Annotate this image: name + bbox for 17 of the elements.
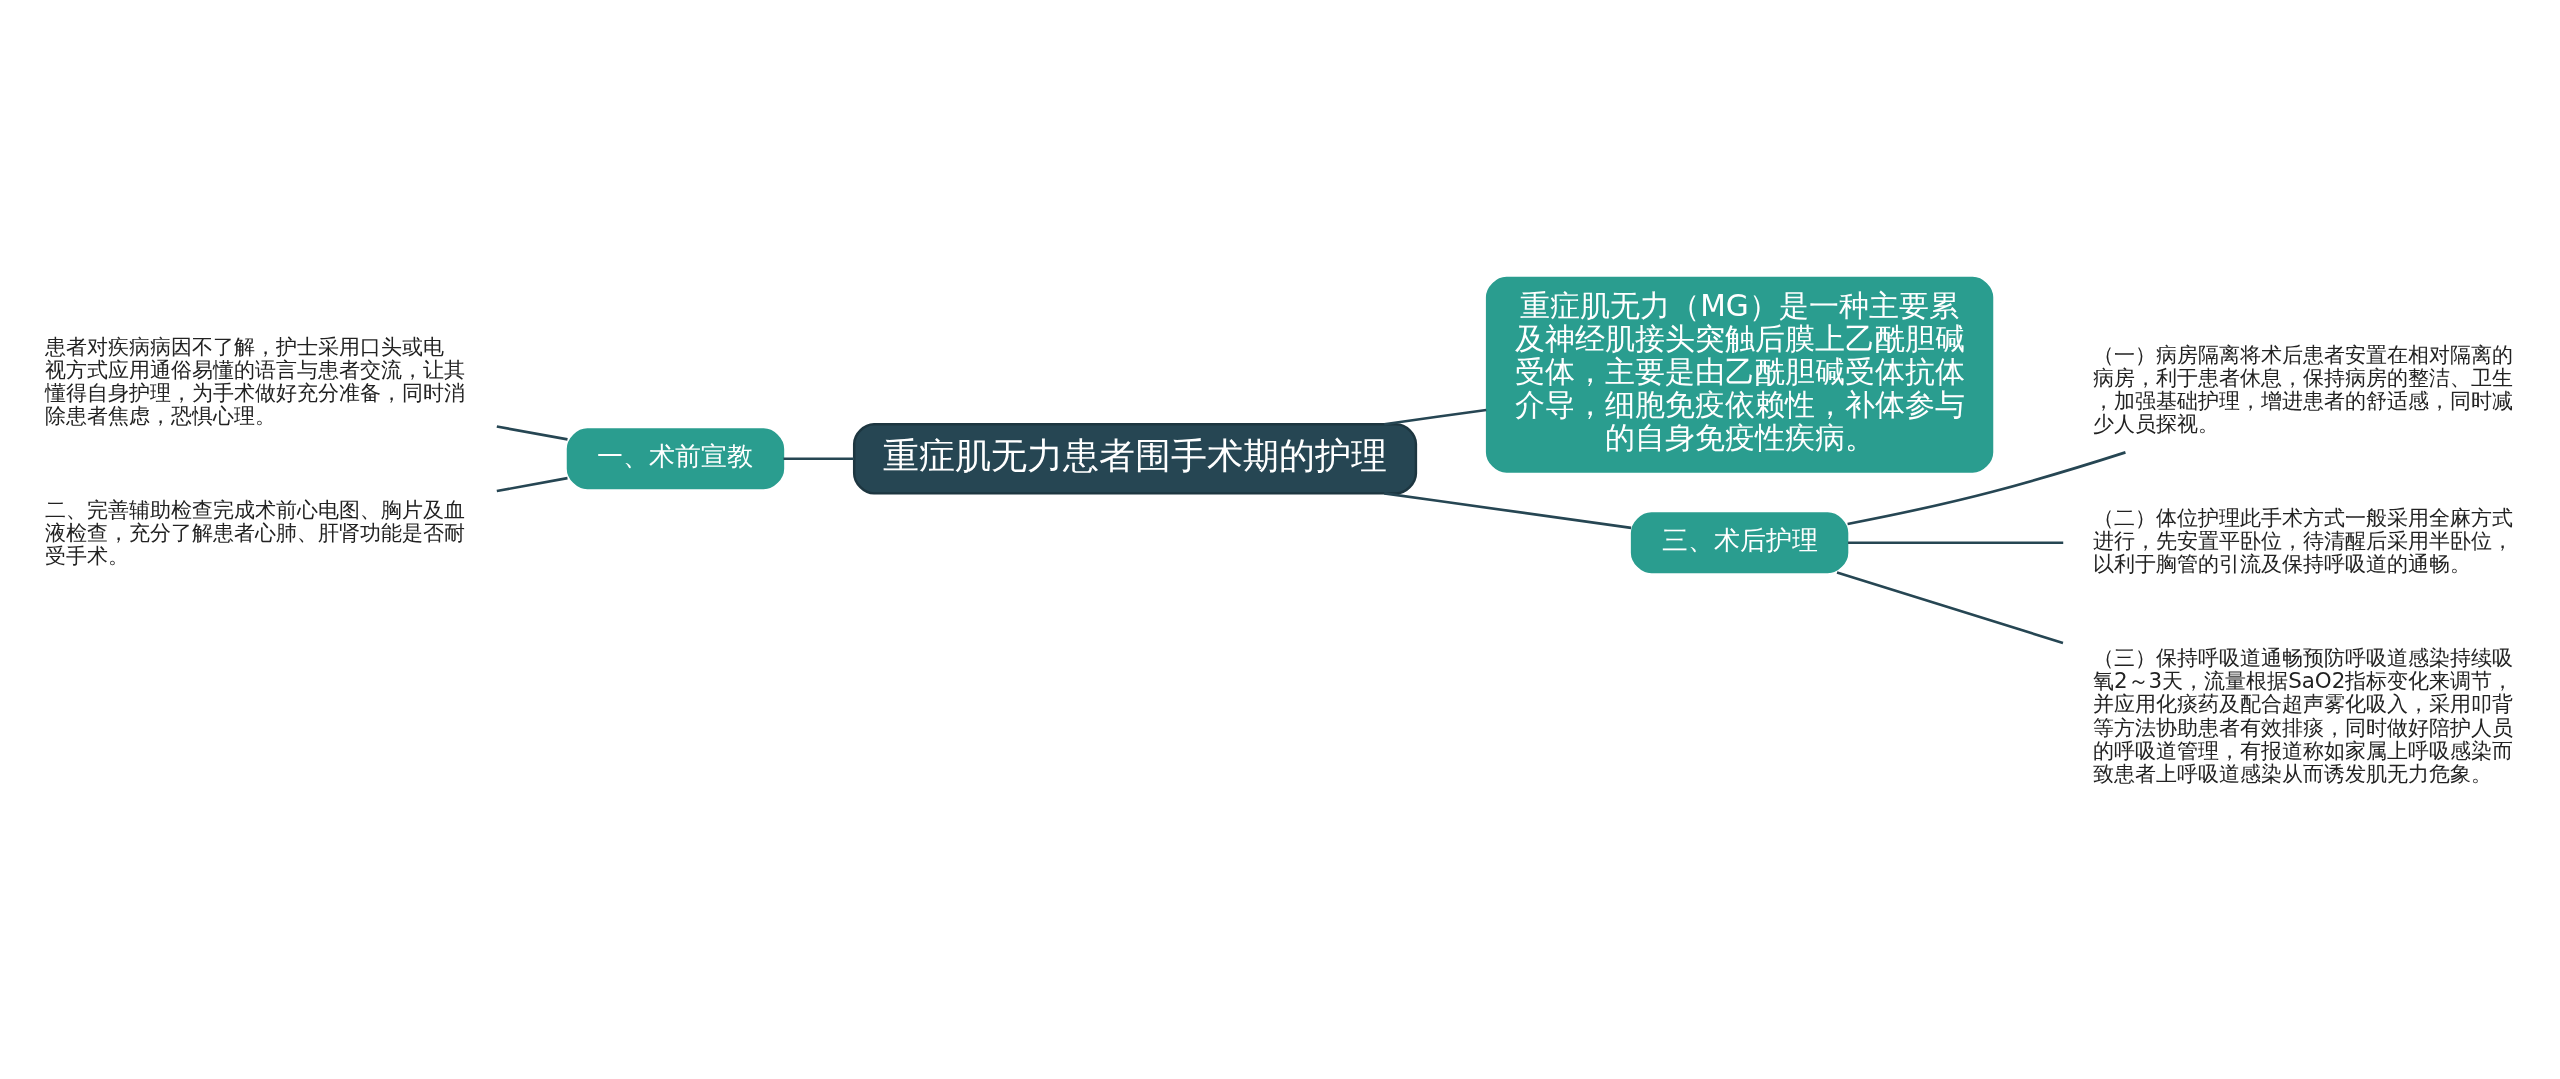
node-text: （一）病房隔离将术后患者安置在相对隔离的病房，利于患者休息，保持病房的整洁、卫生，加强基础护理，增进患者的舒适感，同时减少人员探视。 — [2092, 342, 2513, 437]
connector — [1847, 451, 2126, 526]
connector — [496, 425, 568, 441]
node-text: （二）体位护理此手术方式一般采用全麻方式进行，先安置平卧位，待清醒后采用半卧位，以利于胸管的引流及保持呼吸道的通畅。 — [2092, 505, 2513, 577]
node-text: 患者对疾病病因不了解，护士采用口头或电视方式应用通俗易懂的语言与患者交流，让其懂得自身护理，为手术做好充分准备，同时消除患者焦虑，恐惧心理。 — [45, 334, 466, 429]
connector — [1836, 571, 2064, 645]
node-box: 三、术后护理 — [1630, 512, 1849, 574]
connector — [1384, 408, 1487, 426]
connector — [1384, 492, 1632, 530]
node-box: 重症肌无力患者围手术期的护理 — [852, 422, 1418, 495]
node-text: （三）保持呼吸道通畅预防呼吸道感染持续吸氧2～3天，流量根据SaO2指标变化来调节，并应用化痰药及配合超声雾化吸入，采用叩背等方法协助患者有效排痰，同时做好陪护人员的呼吸道管理，有报道称如家属上呼吸感染而致患者上呼吸道感染从而诱发肌无力危象。 — [2092, 645, 2514, 786]
connector — [496, 476, 568, 493]
node-box: 重症肌无力（MG）是一种主要累及神经肌接头突触后膜上乙酰胆碱受体，主要是由乙酰胆碱受体抗体介导，细胞免疫依赖性，补体参与的自身免疫性疾病。 — [1485, 276, 1994, 473]
node-text: 二、完善辅助检查完成术前心电图、胸片及血液检查，充分了解患者心肺、肝肾功能是否耐受手术。 — [45, 497, 466, 569]
connector — [783, 457, 855, 461]
connector — [1848, 541, 2064, 545]
node-box: 一、术前宣教 — [566, 428, 785, 490]
